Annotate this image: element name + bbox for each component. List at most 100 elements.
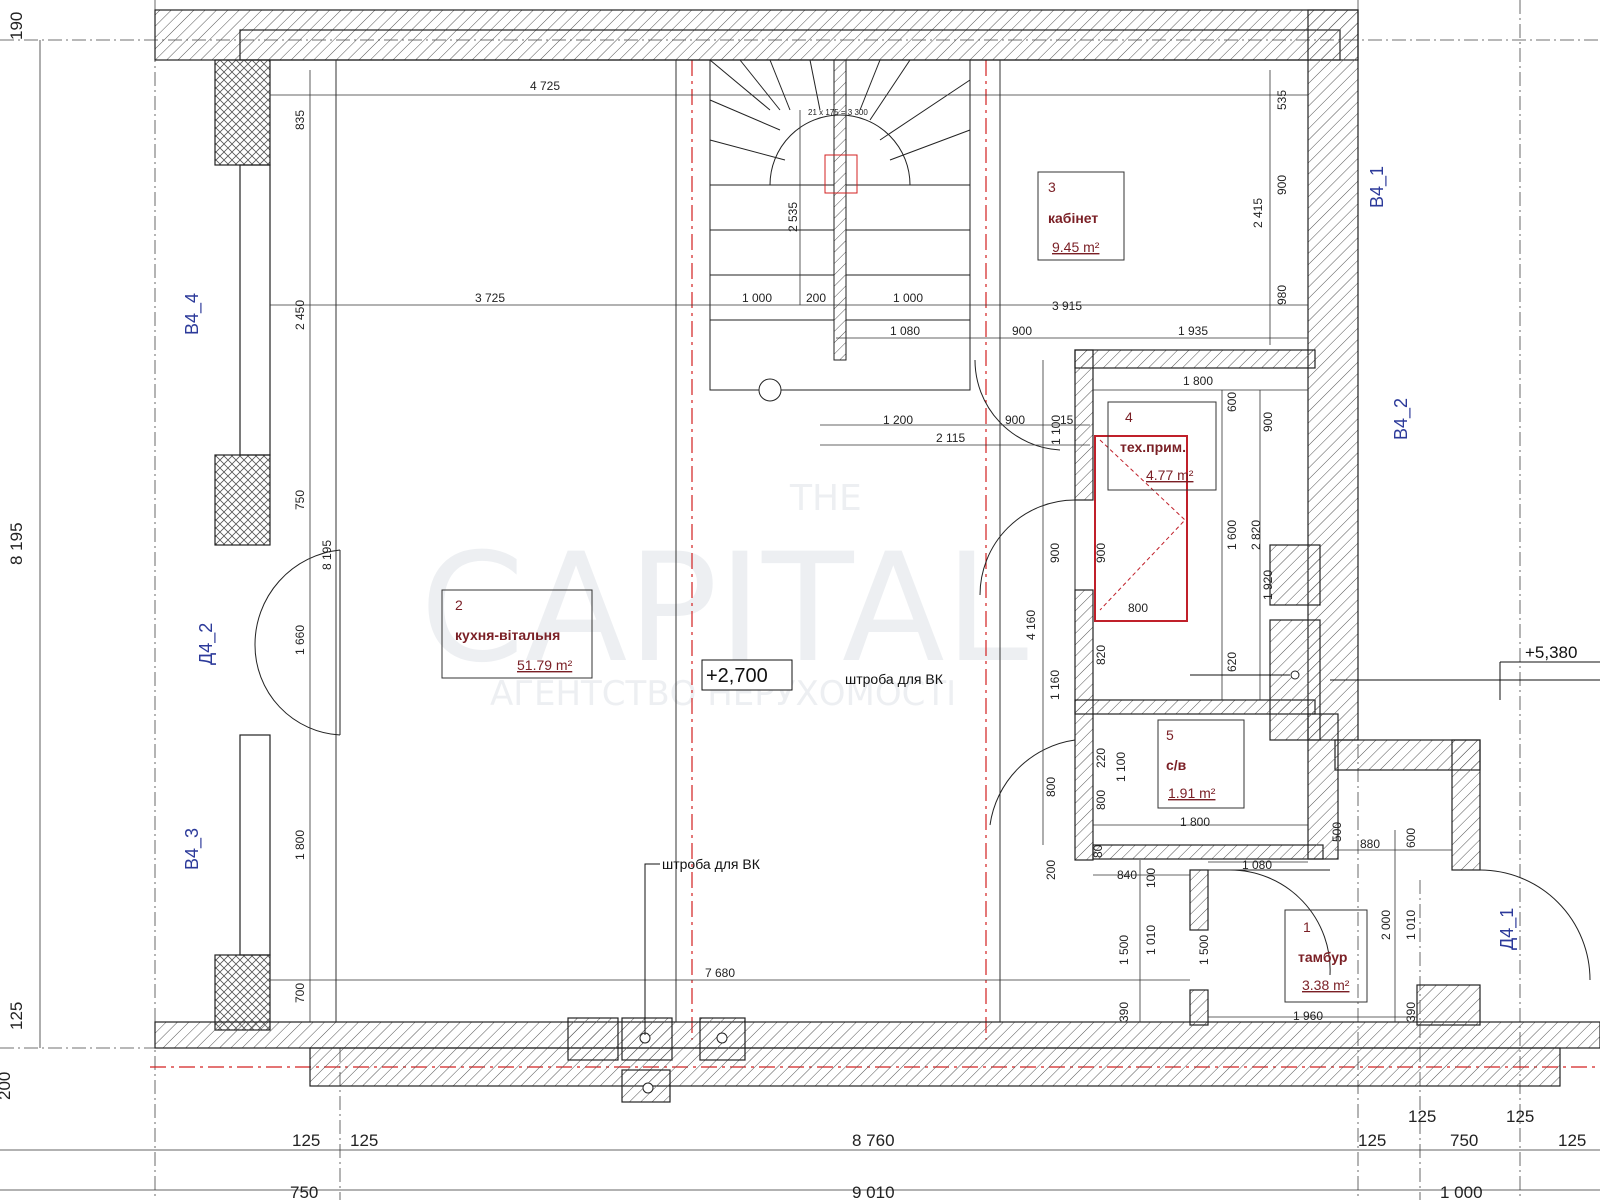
dim-label: 900 — [1261, 412, 1275, 432]
door-swings — [254, 359, 1591, 981]
tech-room-outline — [1094, 435, 1188, 622]
dim-label: 390 — [1117, 1002, 1131, 1022]
dim-label: 125 — [292, 1131, 320, 1150]
dim-label: 750 — [1450, 1131, 1478, 1150]
dim-label: 620 — [1225, 652, 1239, 672]
dim-label: 125 — [1408, 1107, 1436, 1126]
svg-text:тамбур: тамбур — [1298, 949, 1347, 965]
window-tag: В4_4 — [182, 293, 203, 335]
svg-text:3.38 m²: 3.38 m² — [1302, 977, 1350, 993]
dim-label: 980 — [1275, 285, 1289, 305]
stairs-note: 21 x 175 = 3 300 — [808, 108, 868, 117]
dim-label: 1 000 — [893, 291, 923, 305]
dimension-labels: 4 725 3 725 1 000 200 1 000 3 915 1 080 … — [0, 12, 1586, 1200]
svg-text:с/в: с/в — [1166, 757, 1187, 773]
dim-label: 820 — [1094, 645, 1108, 665]
dim-label: 2 000 — [1379, 910, 1393, 940]
dim-label: 1 500 — [1117, 935, 1131, 965]
window-tag: В4_3 — [182, 828, 203, 870]
dim-label: 1 800 — [1180, 815, 1210, 829]
dim-label: 200 — [806, 291, 826, 305]
tech-room-hatch — [1099, 439, 1186, 611]
dim-label: 900 — [1094, 543, 1108, 563]
dim-label: 2 115 — [936, 431, 965, 445]
dim-label: 1 920 — [1261, 570, 1275, 600]
window-tag: В4_2 — [1391, 398, 1412, 440]
dim-label: 1 600 — [1225, 520, 1239, 550]
watermark-line1: THE — [789, 478, 862, 519]
svg-text:2: 2 — [455, 597, 463, 613]
dim-label: 800 — [1128, 601, 1148, 615]
svg-text:4.77 m²: 4.77 m² — [1146, 467, 1194, 483]
dim-label: 750 — [290, 1183, 318, 1200]
room-label-2: 2 кухня-вітальня 51.79 m² — [441, 589, 593, 679]
svg-text:1.91 m²: 1.91 m² — [1168, 785, 1216, 801]
dim-label: 125 — [1506, 1107, 1534, 1126]
dim-label: 15 — [1060, 413, 1074, 427]
dim-label: 900 — [1275, 175, 1289, 195]
dim-label: 4 725 — [530, 79, 560, 93]
svg-text:5: 5 — [1166, 727, 1174, 743]
svg-text:+5,380: +5,380 — [1525, 643, 1577, 662]
dim-label: 1 960 — [1293, 1009, 1323, 1023]
svg-text:9.45 m²: 9.45 m² — [1052, 239, 1100, 255]
dim-label: 2 820 — [1249, 520, 1263, 550]
dim-label: 535 — [1275, 90, 1289, 110]
dim-label: 1 010 — [1404, 910, 1418, 940]
dim-label: 800 — [1094, 790, 1108, 810]
chase-note-b: штроба для ВК — [644, 856, 761, 1035]
svg-text:51.79 m²: 51.79 m² — [517, 657, 573, 673]
dim-label: 1 160 — [1048, 670, 1062, 700]
dim-label: 900 — [1012, 324, 1032, 338]
walls — [154, 9, 1600, 1103]
dim-label: 1 100 — [1049, 415, 1063, 445]
svg-text:1: 1 — [1303, 919, 1311, 935]
svg-text:кабінет: кабінет — [1048, 210, 1098, 226]
dim-label: 1 000 — [1440, 1183, 1483, 1200]
svg-text:3: 3 — [1048, 179, 1056, 195]
dim-label: 500 — [1330, 822, 1344, 842]
dim-label: 8 760 — [852, 1131, 895, 1150]
dim-label: 1 080 — [1242, 858, 1272, 872]
room-label-3: 3 кабінет 9.45 m² — [1037, 171, 1125, 261]
door-tag: Д4_1 — [1497, 908, 1518, 950]
room-label-5: 5 с/в 1.91 m² — [1157, 719, 1245, 809]
opening-tags: В4_4 В4_3 В4_1 В4_2 Д4_2 Д4_1 — [182, 166, 1518, 950]
dim-label: 900 — [1048, 543, 1062, 563]
dim-label: 8 195 — [7, 522, 26, 565]
svg-text:кухня-вітальня: кухня-вітальня — [455, 627, 560, 643]
dim-label: 2 535 — [786, 202, 800, 232]
dim-label: 2 450 — [293, 300, 307, 330]
svg-text:тех.прим.: тех.прим. — [1120, 439, 1186, 455]
level-mark-upper: +5,380 — [1330, 643, 1600, 700]
dim-label: 100 — [1144, 868, 1158, 888]
dim-label: 125 — [1558, 1131, 1586, 1150]
svg-text:штроба для ВК: штроба для ВК — [845, 671, 944, 687]
room-label-4: 4 тех.прим. 4.77 m² — [1107, 401, 1217, 491]
staircase — [709, 59, 971, 402]
dim-label: 4 160 — [1024, 610, 1038, 640]
dim-label: 3 915 — [1052, 299, 1082, 313]
dim-label: 1 935 — [1178, 324, 1208, 338]
dim-label: 125 — [7, 1002, 26, 1030]
svg-text:+2,700: +2,700 — [706, 665, 768, 687]
dim-label: 125 — [350, 1131, 378, 1150]
dim-label: 700 — [293, 983, 307, 1003]
dim-label: 1 500 — [1197, 935, 1211, 965]
svg-text:штроба для ВК: штроба для ВК — [662, 856, 761, 872]
room-label-1: 1 тамбур 3.38 m² — [1284, 909, 1368, 1003]
dim-label: 1 010 — [1144, 925, 1158, 955]
dim-label: 1 100 — [1114, 752, 1128, 782]
dim-label: 600 — [1404, 828, 1418, 848]
dim-label: 840 — [1117, 868, 1137, 882]
dim-label: 390 — [1404, 1002, 1418, 1022]
dim-label: 1 200 — [883, 413, 913, 427]
dim-label: 200 — [0, 1072, 14, 1100]
dim-label: 800 — [1044, 777, 1058, 797]
dim-label: 900 — [1005, 413, 1025, 427]
chase-note-a: штроба для ВК — [845, 671, 1290, 687]
dim-label: 1 000 — [742, 291, 772, 305]
dim-label: 8 195 — [320, 540, 334, 570]
room-outlines — [335, 60, 1001, 1022]
